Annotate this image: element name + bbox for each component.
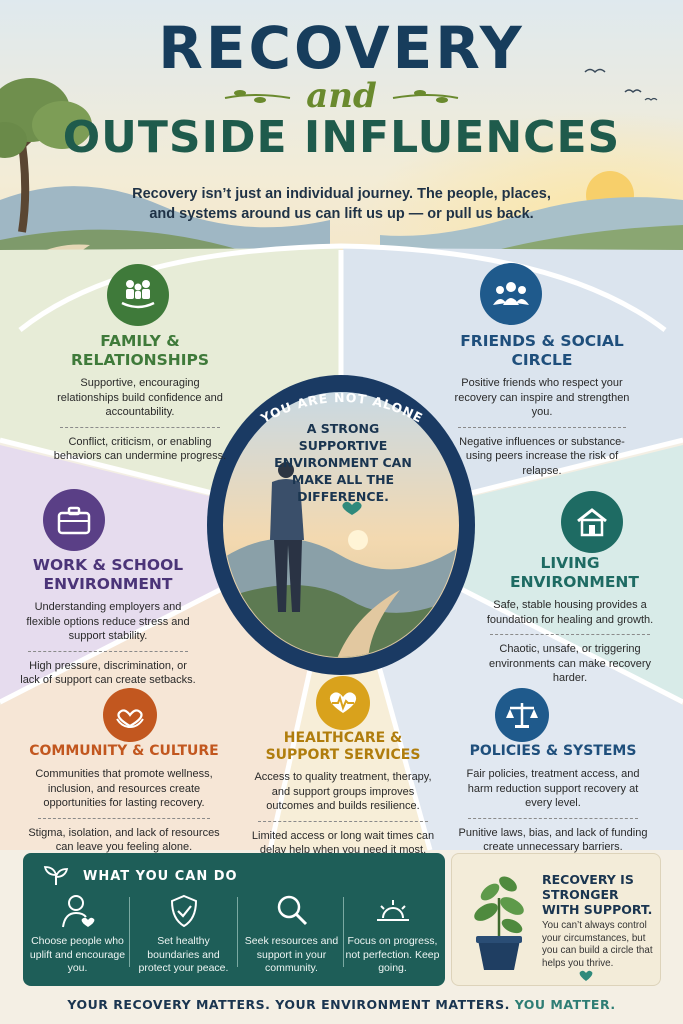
healthcare-positive: Access to quality treatment, therapy, an… — [254, 771, 432, 812]
shield-check-icon — [131, 891, 236, 931]
footer-highlight: YOU MATTER. — [514, 997, 616, 1012]
title-and: and — [306, 76, 377, 116]
sprout-icon — [43, 866, 69, 885]
briefcase-icon — [43, 489, 105, 551]
todo-item-text: Seek resources and support in your commu… — [244, 935, 339, 974]
divider — [490, 634, 650, 635]
potted-plant-icon — [474, 876, 524, 970]
section-policies: POLICIES & SYSTEMS Fair policies, treatm… — [458, 742, 648, 855]
policies-title: POLICIES & SYSTEMS — [469, 743, 637, 759]
todo-item: Set healthy boundaries and protect your … — [131, 891, 236, 976]
living-positive: Safe, stable housing provides a foundati… — [486, 599, 654, 626]
divider — [237, 897, 238, 967]
section-work: WORK & SCHOOL ENVIRONMENT Understanding … — [18, 556, 198, 688]
section-family: FAMILY & RELATIONSHIPS Supportive, encou… — [50, 332, 230, 464]
todo-item: Seek resources and support in your commu… — [239, 891, 344, 976]
magnifier-icon — [239, 891, 344, 931]
work-negative: High pressure, discrimination, or lack o… — [20, 659, 196, 687]
section-community: COMMUNITY & CULTURE Communities that pro… — [28, 742, 220, 855]
family-title: FAMILY & RELATIONSHIPS — [70, 332, 210, 369]
heart-hands-icon — [103, 688, 157, 742]
divider — [258, 820, 428, 822]
healthcare-title: HEALTHCARE & SUPPORT SERVICES — [265, 730, 421, 763]
family-hands-icon — [107, 264, 169, 326]
community-positive: Communities that promote wellness, inclu… — [35, 768, 213, 809]
sunrise-icon — [340, 891, 445, 931]
person-heart-icon — [25, 891, 130, 931]
todo-item: Choose people who uplift and encourage y… — [25, 891, 130, 976]
living-title: LIVING ENVIRONMENT — [510, 554, 639, 591]
oval-message: A STRONG SUPPORTIVE ENVIRONMENT CAN MAKE… — [274, 421, 412, 504]
work-positive: Understanding employers and flexible opt… — [26, 601, 190, 642]
divider — [129, 897, 130, 967]
family-negative: Conflict, criticism, or enabling behavio… — [53, 435, 227, 463]
todo-item: Focus on progress, not perfection. Keep … — [340, 891, 445, 976]
friends-positive: Positive friends who respect your recove… — [454, 377, 630, 418]
divider — [468, 817, 638, 819]
community-title: COMMUNITY & CULTURE — [29, 743, 219, 759]
todo-item-text: Focus on progress, not perfection. Keep … — [345, 935, 440, 974]
divider — [38, 817, 210, 819]
title-line-2: OUTSIDE INFLUENCES — [62, 112, 621, 163]
heartbeat-icon — [316, 676, 370, 730]
divider — [458, 426, 626, 428]
todo-item-text: Choose people who uplift and encourage y… — [29, 935, 126, 974]
section-friends: FRIENDS & SOCIAL CIRCLE Positive friends… — [448, 332, 636, 478]
living-negative: Chaotic, unsafe, or triggering environme… — [488, 643, 651, 684]
divider — [28, 650, 188, 652]
support-panel: RECOVERY IS STRONGER WITH SUPPORT. You c… — [451, 853, 661, 986]
title-line-1: RECOVERY — [158, 14, 525, 82]
policies-negative: Punitive laws, bias, and lack of funding… — [458, 826, 648, 854]
group-icon — [480, 263, 542, 325]
support-title: RECOVERY IS STRONGER WITH SUPPORT. — [542, 872, 653, 917]
family-positive: Supportive, encouraging relationships bu… — [57, 377, 223, 418]
house-icon — [561, 491, 623, 553]
support-text: You can’t always control your circumstan… — [542, 920, 653, 969]
community-negative: Stigma, isolation, and lack of resources… — [28, 826, 220, 854]
heart-icon — [579, 970, 593, 981]
what-you-can-do-panel: WHAT YOU CAN DO Choose people who uplift… — [23, 853, 445, 986]
section-healthcare: HEALTHCARE & SUPPORT SERVICES Access to … — [248, 730, 438, 858]
friends-title: FRIENDS & SOCIAL CIRCLE — [460, 332, 624, 369]
oval-arc-title: YOU ARE NOT ALONE — [257, 390, 424, 426]
footer-text: YOUR RECOVERY MATTERS. YOUR ENVIRONMENT … — [67, 997, 510, 1012]
intro-text: Recovery isn’t just an individual journe… — [132, 186, 551, 222]
friends-negative: Negative influences or substance-using p… — [459, 435, 625, 477]
todo-title: WHAT YOU CAN DO — [83, 869, 238, 884]
work-title: WORK & SCHOOL ENVIRONMENT — [32, 556, 184, 593]
todo-item-text: Set healthy boundaries and protect your … — [138, 935, 229, 974]
scales-icon — [495, 688, 549, 742]
divider — [60, 426, 220, 428]
footer: YOUR RECOVERY MATTERS. YOUR ENVIRONMENT … — [0, 997, 683, 1012]
divider — [343, 897, 344, 967]
policies-positive: Fair policies, treatment access, and har… — [466, 768, 640, 809]
section-living: LIVING ENVIRONMENT Safe, stable housing … — [480, 554, 660, 686]
